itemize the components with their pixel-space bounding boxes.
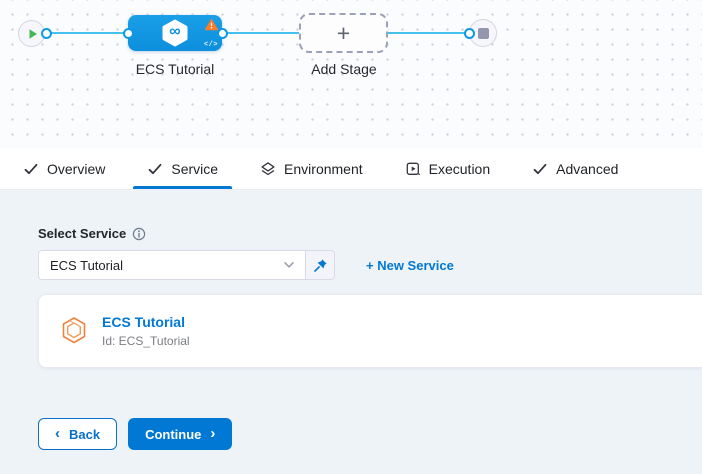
service-hexagon-icon — [62, 316, 86, 343]
tab-label: Execution — [428, 160, 491, 177]
warning-icon — [205, 18, 218, 36]
info-icon[interactable] — [132, 227, 146, 241]
pin-service-button[interactable] — [306, 250, 335, 280]
play-box-icon — [406, 162, 420, 175]
tab-overview[interactable]: Overview — [2, 148, 126, 189]
play-icon — [29, 28, 37, 39]
pin-icon — [313, 258, 327, 272]
chevron-down-icon — [284, 262, 294, 268]
connector-port — [464, 27, 475, 39]
back-button-label: Back — [69, 426, 101, 442]
continue-button[interactable]: Continue › — [128, 418, 233, 450]
add-stage-label: Add Stage — [311, 61, 377, 77]
check-icon — [148, 163, 162, 174]
service-panel: Select Service ECS Tutorial + New Servic… — [0, 190, 702, 474]
connector-port — [122, 27, 134, 39]
tab-label: Environment — [284, 160, 363, 177]
chevron-right-icon: › — [210, 425, 216, 442]
pipeline-canvas: ∞ </> ECS Tutorial + Add Stage — [0, 0, 702, 148]
pipeline-edge — [221, 32, 300, 34]
check-icon — [24, 163, 38, 174]
service-card-title: ECS Tutorial — [102, 314, 185, 330]
tab-service[interactable]: Service — [126, 148, 239, 189]
select-service-label-row: Select Service — [38, 226, 702, 241]
pipeline-start-node — [18, 20, 45, 47]
back-button[interactable]: ‹ Back — [38, 418, 118, 450]
tab-execution[interactable]: Execution — [384, 148, 511, 189]
service-select-value: ECS Tutorial — [50, 257, 123, 273]
tab-advanced[interactable]: Advanced — [511, 148, 639, 189]
pipeline-edge — [45, 32, 129, 34]
plus-icon: + — [336, 19, 351, 46]
infinity-icon: ∞ — [169, 23, 181, 40]
add-stage-button[interactable]: + — [299, 13, 388, 53]
service-control-row: ECS Tutorial + New Service — [38, 250, 702, 280]
check-icon — [533, 163, 547, 174]
service-card-id: Id: ECS_Tutorial — [102, 334, 190, 348]
stop-icon — [477, 27, 489, 39]
connector-port — [216, 27, 228, 39]
code-icon: </> — [203, 41, 218, 49]
select-service-label: Select Service — [38, 226, 127, 241]
stage-name-label: ECS Tutorial — [135, 61, 215, 77]
service-select-group: ECS Tutorial — [38, 250, 335, 280]
tab-label: Service — [171, 160, 219, 177]
chevron-left-icon: ‹ — [55, 425, 60, 442]
connector-port — [41, 27, 52, 39]
service-select-dropdown[interactable]: ECS Tutorial — [38, 250, 306, 280]
service-card[interactable]: ECS Tutorial Id: ECS_Tutorial — [38, 294, 702, 368]
stage-node-ecs-tutorial[interactable]: ∞ </> — [128, 15, 222, 51]
tab-label: Advanced — [556, 160, 619, 177]
new-service-link[interactable]: + New Service — [366, 257, 454, 273]
layers-icon — [261, 161, 275, 175]
tab-environment[interactable]: Environment — [239, 148, 384, 189]
continue-button-label: Continue — [145, 426, 202, 442]
service-card-text: ECS Tutorial Id: ECS_Tutorial — [102, 314, 190, 348]
pipeline-edge — [387, 32, 471, 34]
stage-tabbar: Overview Service Environment Execution A… — [0, 148, 702, 190]
tab-label: Overview — [47, 160, 106, 177]
footer-actions: ‹ Back Continue › — [38, 418, 702, 450]
deploy-stage-icon: ∞ — [161, 19, 189, 47]
